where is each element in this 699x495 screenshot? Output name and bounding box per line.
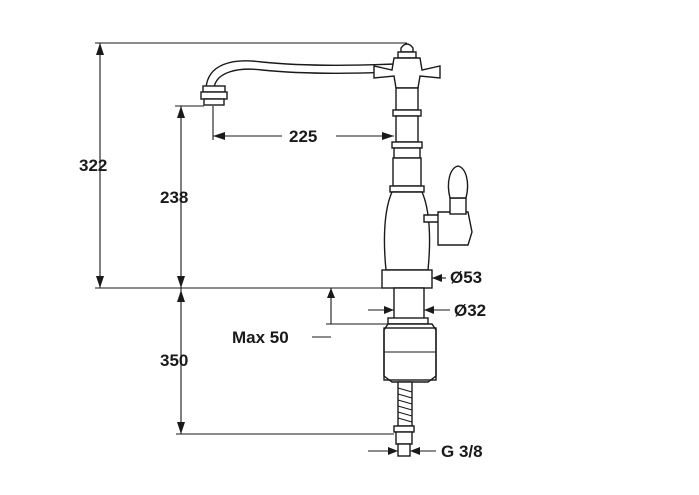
finial-collar bbox=[397, 51, 417, 59]
mounting-nut bbox=[383, 323, 437, 383]
column-ring-3 bbox=[393, 147, 421, 159]
finial-knob bbox=[400, 43, 414, 53]
column-lower bbox=[392, 157, 422, 187]
label-shank-diameter: Ø32 bbox=[454, 301, 486, 320]
lever-neck bbox=[449, 197, 467, 215]
main-body bbox=[383, 191, 431, 271]
label-base-diameter: Ø53 bbox=[450, 268, 482, 287]
arrow-head bbox=[432, 274, 442, 282]
arrow-head bbox=[177, 106, 185, 118]
arrow-head bbox=[177, 276, 185, 288]
label-total-height: 322 bbox=[79, 156, 107, 175]
label-spout-height: 238 bbox=[160, 188, 188, 207]
label-below-deck-length: 350 bbox=[160, 351, 188, 370]
arrow-head bbox=[96, 276, 104, 288]
arrow-head bbox=[410, 447, 420, 455]
spout-nozzle-tip bbox=[203, 98, 225, 106]
mounting-nut-body bbox=[383, 327, 437, 381]
shank-washer bbox=[387, 317, 429, 325]
dimension-lines bbox=[95, 42, 450, 455]
arrow-head bbox=[382, 132, 394, 140]
column-ring-1 bbox=[392, 109, 422, 117]
upper-body bbox=[373, 57, 441, 89]
label-spout-reach: 225 bbox=[289, 127, 317, 146]
arrow-head bbox=[388, 447, 398, 455]
arrow-head bbox=[177, 290, 185, 302]
arrow-head bbox=[96, 43, 104, 55]
dimension-labels: 322 238 225 Ø53 Ø32 Max 50 350 G 3/8 bbox=[79, 127, 486, 461]
base-flange bbox=[381, 269, 433, 289]
lever-handle bbox=[447, 165, 469, 199]
arrow-head bbox=[177, 422, 185, 434]
hose-connector-body bbox=[395, 431, 413, 445]
column-middle bbox=[395, 115, 419, 143]
spout-tube bbox=[205, 60, 396, 89]
arrow-head bbox=[213, 132, 225, 140]
spout-nozzle-top bbox=[202, 85, 226, 93]
hose-connector-top bbox=[393, 425, 415, 433]
lever-hub bbox=[437, 211, 473, 246]
arrow-head bbox=[424, 306, 434, 314]
column-ring-4 bbox=[389, 185, 425, 193]
faucet-outline bbox=[200, 43, 473, 457]
label-connection-thread: G 3/8 bbox=[441, 442, 483, 461]
column-upper bbox=[395, 87, 419, 111]
arrow-head bbox=[384, 306, 394, 314]
column-ring-2 bbox=[391, 141, 423, 149]
label-max-deck-thickness: Max 50 bbox=[232, 328, 289, 347]
thread-lines bbox=[397, 387, 413, 423]
hose-connector-tail bbox=[397, 443, 411, 457]
spout-nozzle-ring bbox=[200, 91, 228, 100]
arrow-head bbox=[327, 288, 335, 298]
